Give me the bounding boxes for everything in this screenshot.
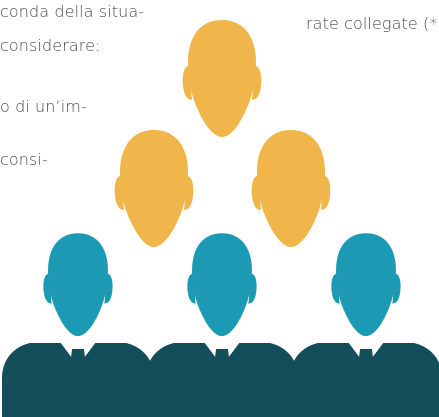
bottom-right-shirt xyxy=(348,342,384,366)
bottom-right-right-ear xyxy=(392,273,401,304)
middle-left-head xyxy=(120,130,188,247)
top-person-head-icon xyxy=(182,20,262,137)
middle-left-right-ear xyxy=(184,176,194,210)
bottom-center-left-ear xyxy=(187,273,196,304)
bottom-right-head xyxy=(336,233,396,337)
bottom-center-suit xyxy=(146,343,298,417)
middle-right-person-head-icon xyxy=(251,130,331,247)
bottom-center-tie xyxy=(215,349,229,389)
bottom-left-shirt xyxy=(60,342,96,366)
body-text-line-4: consi- xyxy=(0,150,48,169)
body-text-right-line: rate collegate (* xyxy=(306,14,438,33)
bottom-left-suit xyxy=(2,343,154,417)
middle-left-person-head-icon xyxy=(114,130,194,247)
bottom-right-tie xyxy=(359,349,373,389)
top-left-ear xyxy=(182,66,192,100)
middle-right-right-ear xyxy=(321,176,331,210)
bottom-center-head xyxy=(192,233,252,337)
bottom-right-suit xyxy=(290,343,439,417)
middle-right-left-ear xyxy=(251,176,261,210)
bottom-left-left-ear xyxy=(43,273,52,304)
bottom-left-head xyxy=(48,233,108,337)
body-text-line-1: conda della situa- xyxy=(0,2,145,21)
middle-left-left-ear xyxy=(114,176,124,210)
body-text-line-3: o di un’im- xyxy=(0,97,87,116)
bottom-center-person-icon xyxy=(146,233,298,417)
bottom-center-shirt xyxy=(204,342,240,366)
bottom-left-person-icon xyxy=(2,233,154,417)
bottom-left-tie xyxy=(71,349,85,389)
bottom-right-person-icon xyxy=(290,233,439,417)
body-text-line-2: considerare: xyxy=(0,36,101,55)
middle-right-head xyxy=(257,130,325,247)
bottom-center-right-ear xyxy=(248,273,257,304)
bottom-right-left-ear xyxy=(331,273,340,304)
top-head xyxy=(188,20,256,137)
bottom-left-right-ear xyxy=(104,273,113,304)
top-right-ear xyxy=(252,66,262,100)
